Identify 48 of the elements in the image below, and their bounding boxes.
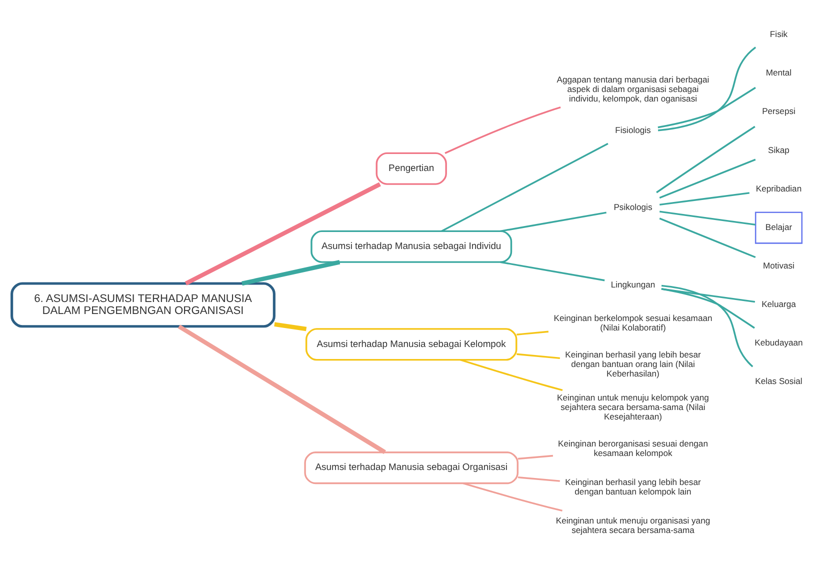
node-box: Asumsi terhadap Manusia sebagai Kelompok — [305, 328, 518, 361]
connector — [659, 158, 756, 199]
connector — [659, 218, 756, 258]
node-box: 6. ASUMSI-ASUMSI TERHADAP MANUSIA DALAM PENGEMBNGAN ORGANISASI — [10, 282, 276, 328]
connector — [184, 182, 381, 286]
connector — [660, 192, 750, 206]
connector — [518, 454, 554, 460]
node-text: Aggapan tentang manusia dari berbagai aspek di dalam organisasi sebagai individu, kelompok, dan oganisasi — [556, 74, 710, 104]
connector — [462, 482, 562, 512]
connector — [444, 106, 561, 154]
connector — [178, 324, 386, 454]
connector — [661, 288, 755, 329]
node-text: Mental — [766, 68, 792, 78]
connector — [460, 359, 563, 392]
node-box: Asumsi terhadap Manusia sebagai Individu — [310, 230, 512, 263]
connector — [242, 260, 340, 286]
connector — [518, 476, 560, 482]
node-text: Keinginan berorganisasi sesuai dengan kesamaan kelompok — [558, 438, 708, 458]
node-text: Keinginan untuk menuju organisasi yang sejahtera secara bersama-sama — [556, 516, 710, 535]
connector — [661, 284, 754, 368]
node-text: Kebudayaan — [754, 338, 803, 348]
node-text: Keinginan berhasil yang lebih besar dengan bantuan orang lain (Nilai Keberhasilan) — [565, 350, 701, 379]
node-text: Keinginan berhasil yang lebih besar dengan bantuan kelompok lain — [565, 476, 701, 496]
node-text: Persepsi — [762, 106, 796, 116]
node-box: Belajar — [754, 212, 803, 244]
connector — [500, 261, 605, 282]
node-text: Kepribadian — [756, 183, 802, 194]
node-box: Pengertian — [376, 152, 447, 185]
node-text: Motivasi — [763, 260, 794, 270]
connector — [516, 330, 548, 336]
connector — [659, 210, 756, 226]
node-text: Psikologis — [614, 202, 652, 212]
node-text: Keluarga — [762, 299, 796, 310]
connector — [516, 353, 560, 360]
node-text: Lingkungan — [610, 279, 656, 290]
connector — [500, 212, 606, 232]
node-text: Kelas Sosial — [755, 376, 802, 386]
connector — [656, 126, 756, 194]
node-text: Sikap — [768, 144, 790, 155]
node-text: Fisiologis — [615, 125, 651, 136]
connector — [274, 322, 307, 332]
node-text: Keinginan berkelompok sesuai kesamaan (Nilai Kolaboratif) — [554, 313, 712, 333]
node-box: Asumsi terhadap Manusia sebagai Organisasi — [304, 452, 519, 484]
node-text: Fisik — [770, 29, 788, 40]
connector — [658, 86, 756, 128]
connector — [441, 142, 608, 232]
connector — [658, 46, 756, 132]
node-text: Keinginan untuk menuju kelompok yang sejahtera secara bersama-sama (Nilai Kesejahteraan) — [557, 392, 709, 422]
